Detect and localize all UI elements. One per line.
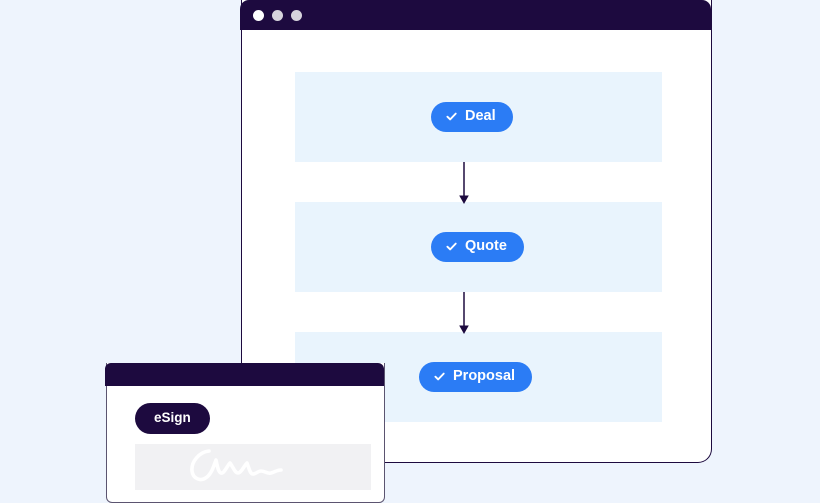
flow-connector-deal-to-quote [455, 162, 473, 206]
check-icon [445, 110, 458, 123]
flow-step-quote-label: Quote [465, 238, 507, 254]
flow-step-deal[interactable]: Deal [431, 102, 513, 132]
signature-field[interactable] [135, 444, 371, 490]
flow-connector-quote-to-proposal [455, 292, 473, 336]
maximize-dot[interactable] [291, 9, 303, 21]
minimize-dot[interactable] [272, 9, 284, 21]
esign-window: eSign [105, 363, 385, 503]
check-icon [433, 370, 446, 383]
main-window: Deal Quote [240, 0, 712, 463]
main-window-titlebar [240, 0, 712, 30]
flow-step-proposal-label: Proposal [453, 368, 516, 384]
signature-stroke [190, 449, 283, 482]
flow-step-quote[interactable]: Quote [431, 232, 524, 262]
esign-window-titlebar [105, 363, 385, 386]
esign-window-body: eSign [107, 386, 384, 503]
esign-badge-label: eSign [154, 410, 191, 425]
flow-step-proposal[interactable]: Proposal [419, 362, 533, 392]
flow-step-deal-label: Deal [465, 108, 496, 124]
flow-diagram: Deal Quote [242, 30, 711, 461]
esign-badge[interactable]: eSign [135, 403, 210, 434]
check-icon [445, 240, 458, 253]
close-dot[interactable] [253, 9, 265, 21]
